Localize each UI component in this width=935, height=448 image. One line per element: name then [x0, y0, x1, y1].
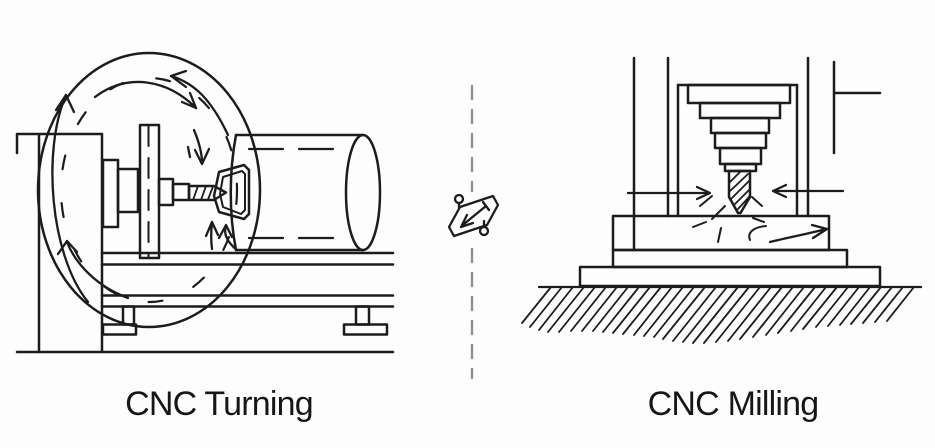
workpiece-block — [611, 214, 831, 252]
lathe-headstock — [15, 132, 104, 354]
cutting-sparks — [692, 195, 767, 243]
swap-arrowhead — [459, 213, 475, 229]
milling-machine-drawing — [521, 56, 923, 344]
chuck-faceplate — [138, 123, 161, 260]
lathe-bed — [15, 251, 395, 354]
table-base — [578, 265, 882, 288]
swap-tickbar — [481, 200, 491, 212]
turning-machine-drawing — [15, 51, 395, 354]
arrowhead-clockwise-top — [180, 91, 198, 110]
feed-direction-arrows — [626, 183, 845, 201]
milling-label: CNC Milling — [647, 385, 819, 423]
table-upper — [611, 248, 849, 269]
arrowhead-counterclockwise-top — [169, 69, 188, 89]
spindle-head — [686, 83, 792, 173]
rotation-path-outer — [36, 51, 262, 329]
end-mill-tool — [727, 169, 752, 215]
arrowhead-up-curved-at-tool — [217, 223, 234, 240]
arrowhead-left — [771, 183, 788, 199]
dash-segment — [186, 145, 192, 159]
arrowhead-up-left-outer — [54, 93, 76, 114]
tool-spindle — [157, 177, 191, 207]
arrowhead-feed-right — [810, 223, 829, 240]
arrowhead-up-lower-left — [56, 239, 79, 256]
spindle-hub — [101, 158, 140, 229]
rotation-path-dashed — [59, 76, 239, 304]
arrowhead-down-right — [193, 147, 211, 166]
table-feed-arrow — [768, 223, 829, 244]
rotation-arrows — [51, 69, 239, 304]
workpiece-and-table — [578, 214, 882, 288]
machine-foot-left — [101, 305, 138, 336]
workpiece-cylinder — [229, 133, 382, 252]
tool-change-bracket — [832, 60, 882, 155]
swap-pin-bottom — [478, 225, 490, 237]
swap-pin-top — [453, 193, 465, 205]
arrowhead-up-at-tool — [204, 220, 220, 238]
tool-holder — [212, 163, 251, 221]
turning-label: CNC Turning — [125, 385, 314, 423]
swap-icon — [447, 193, 500, 238]
machine-foot-right — [342, 305, 389, 336]
ground-hatching — [521, 285, 923, 344]
arrowhead-right — [695, 185, 712, 201]
